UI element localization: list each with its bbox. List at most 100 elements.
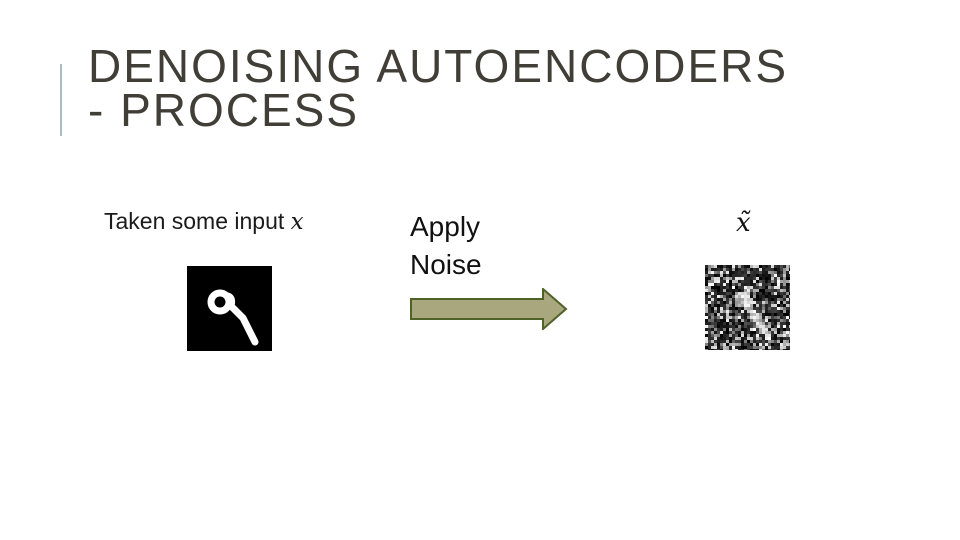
noise-pixel — [711, 307, 714, 310]
noise-pixel — [780, 268, 783, 271]
noise-pixel — [759, 271, 762, 274]
noise-pixel — [735, 337, 738, 340]
noise-pixel — [771, 283, 774, 286]
noise-pixel — [738, 322, 741, 325]
noise-pixel — [789, 337, 790, 340]
right-arrow-icon — [410, 288, 568, 330]
noise-pixel — [786, 322, 789, 325]
noise-pixel — [756, 289, 759, 292]
noise-pixel — [774, 298, 777, 301]
noise-pixel — [708, 286, 711, 289]
noise-pixel — [771, 298, 774, 301]
noise-pixel — [717, 343, 720, 346]
title-accent-bar — [60, 64, 62, 136]
noise-pixel — [783, 280, 786, 283]
noise-pixel — [726, 295, 729, 298]
noise-pixel — [729, 343, 732, 346]
noise-pixel — [720, 337, 723, 340]
noise-pixel — [708, 343, 711, 346]
noise-pixel — [771, 316, 774, 319]
noise-pixel — [765, 319, 768, 322]
noise-pixel — [750, 283, 753, 286]
noise-pixel — [750, 328, 753, 331]
noise-pixel — [735, 331, 738, 334]
noise-pixel — [720, 280, 723, 283]
noise-pixel — [711, 295, 714, 298]
noise-pixel — [726, 316, 729, 319]
noise-pixel — [765, 286, 768, 289]
noise-pixel — [783, 322, 786, 325]
noise-pixel — [765, 277, 768, 280]
noise-pixel — [762, 313, 765, 316]
noise-pixel — [786, 286, 789, 289]
noise-pixel — [762, 319, 765, 322]
noise-pixel — [747, 316, 750, 319]
noise-pixel — [753, 337, 756, 340]
noise-pixel — [759, 283, 762, 286]
noise-pixel — [714, 334, 717, 337]
noise-pixel — [777, 346, 780, 349]
noise-pixel — [738, 319, 741, 322]
noise-pixel — [750, 349, 753, 350]
noise-pixel — [708, 292, 711, 295]
noise-pixel — [783, 340, 786, 343]
noise-pixel — [732, 319, 735, 322]
noise-pixel — [771, 328, 774, 331]
noise-pixel — [786, 265, 789, 268]
noise-pixel — [783, 292, 786, 295]
noise-pixel — [741, 340, 744, 343]
noise-pixel — [768, 340, 771, 343]
noise-pixel — [735, 301, 738, 304]
noise-pixel — [747, 295, 750, 298]
noise-pixel — [750, 301, 753, 304]
noise-pixel — [759, 343, 762, 346]
noise-pixel — [783, 307, 786, 310]
noise-pixel — [783, 298, 786, 301]
noise-pixel — [717, 322, 720, 325]
noise-pixel — [783, 328, 786, 331]
noise-pixel — [780, 274, 783, 277]
noise-pixel — [759, 304, 762, 307]
noise-pixel — [744, 283, 747, 286]
noise-pixel — [726, 274, 729, 277]
noise-pixel — [729, 295, 732, 298]
noise-pixel — [780, 307, 783, 310]
noise-pixel — [744, 343, 747, 346]
noisy-digit-icon — [705, 265, 790, 350]
noise-pixel — [774, 325, 777, 328]
noise-pixel — [789, 340, 790, 343]
noise-pixel — [783, 325, 786, 328]
noise-pixel — [777, 271, 780, 274]
noise-pixel — [762, 301, 765, 304]
noise-pixel — [741, 310, 744, 313]
noise-pixel — [735, 265, 738, 268]
noise-pixel — [780, 346, 783, 349]
noise-pixel — [732, 292, 735, 295]
noise-pixel — [765, 322, 768, 325]
noise-pixel — [747, 328, 750, 331]
noise-pixel — [744, 265, 747, 268]
noise-pixel — [750, 319, 753, 322]
noise-pixel — [786, 307, 789, 310]
noise-pixel — [774, 343, 777, 346]
noise-pixel — [765, 316, 768, 319]
noise-pixel — [786, 274, 789, 277]
noise-pixel — [744, 319, 747, 322]
noise-pixel — [717, 298, 720, 301]
noise-pixel — [771, 292, 774, 295]
noise-pixel — [714, 310, 717, 313]
noise-pixel — [774, 286, 777, 289]
noise-pixel — [729, 292, 732, 295]
noise-pixel — [789, 313, 790, 316]
noise-pixel — [780, 286, 783, 289]
noise-pixel — [768, 274, 771, 277]
noise-pixel — [732, 295, 735, 298]
noise-pixel — [708, 319, 711, 322]
noise-pixel — [726, 292, 729, 295]
noise-pixel — [780, 340, 783, 343]
noise-pixel — [738, 307, 741, 310]
noise-pixel — [735, 340, 738, 343]
noise-pixel — [789, 319, 790, 322]
noise-pixel — [723, 292, 726, 295]
noise-pixel — [768, 283, 771, 286]
